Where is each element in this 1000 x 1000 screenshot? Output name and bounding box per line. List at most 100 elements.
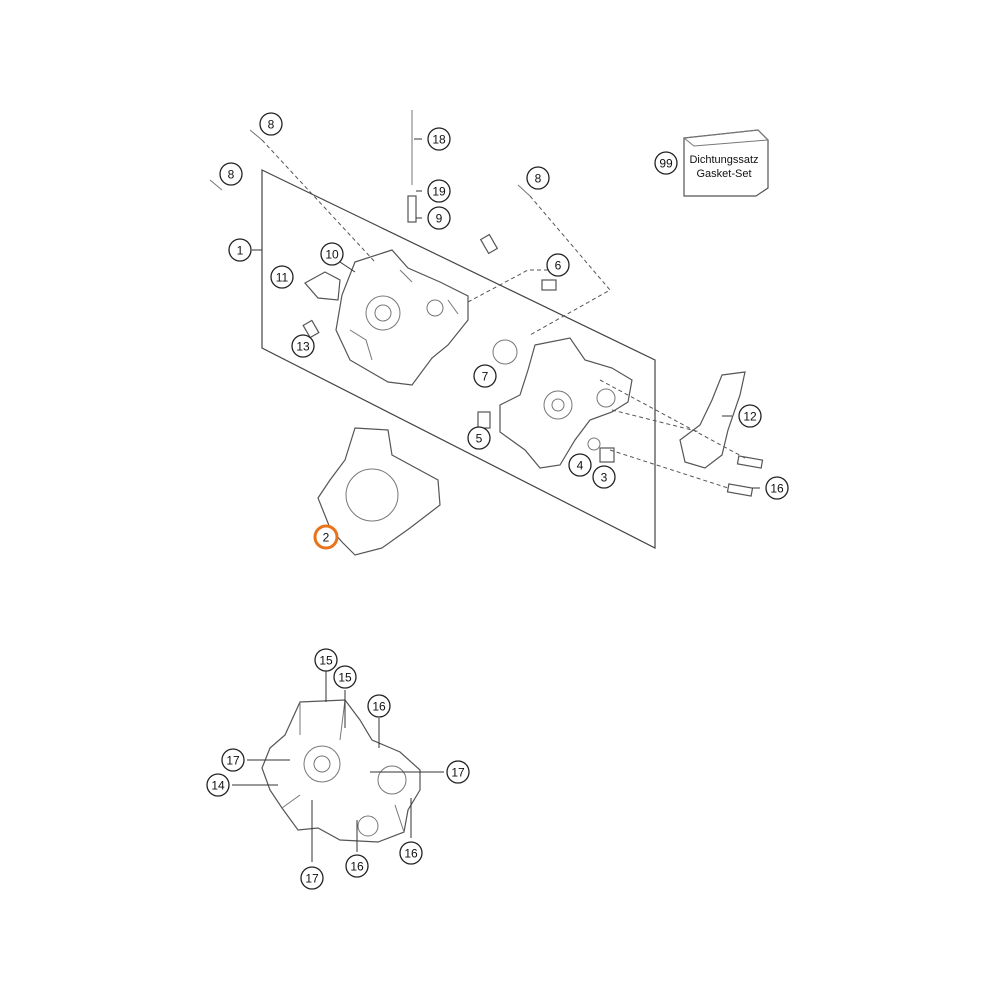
callout-7[interactable]: 7 [473,364,497,388]
callout-label: 99 [659,157,673,171]
callout-circle [592,465,616,489]
circlip[interactable] [492,339,518,365]
small-gasket[interactable] [304,271,341,301]
pins-and-bolts[interactable] [209,110,764,497]
callout-label: 11 [276,271,289,285]
lower-leaders [232,670,444,862]
callout-8[interactable]: 8 [526,166,550,190]
pin-leader-upper [261,139,548,303]
callout-circle [228,238,252,262]
callout-label: 8 [228,168,235,182]
callout-circle [291,334,315,358]
callout-9[interactable]: 9 [427,206,451,230]
callout-16[interactable]: 16 [367,694,391,718]
callout-label: 3 [601,471,608,485]
pin-leader-right [529,195,611,336]
callout-8[interactable]: 8 [219,162,243,186]
callout-circle [568,453,592,477]
callout-circle [399,841,423,865]
callout-label: 14 [211,779,225,793]
callout-circle [320,242,344,266]
callout-circle [738,404,762,428]
callout-2[interactable]: 2 [313,524,339,550]
bolt-leader [599,379,746,489]
callout-15[interactable]: 15 [314,648,338,672]
callout-label: 6 [555,259,562,273]
callout-19[interactable]: 19 [427,179,451,203]
callout-circle [259,112,283,136]
left-crankcase-half[interactable] [335,249,469,386]
callout-circle [345,854,369,878]
callout-4[interactable]: 4 [568,453,592,477]
callout-17[interactable]: 17 [446,760,470,784]
callout-circle [467,426,491,450]
callout-label: 13 [296,340,310,354]
large-gasket[interactable] [317,427,441,556]
callout-label: 15 [338,671,352,685]
callout-circle [219,162,243,186]
callout-label: 17 [226,754,240,768]
callout-circle [765,476,789,500]
callout-label: 10 [325,248,339,262]
callout-13[interactable]: 13 [291,334,315,358]
callout-label: 15 [319,654,333,668]
callout-15[interactable]: 15 [333,665,357,689]
callout-label: 7 [482,370,489,384]
callout-label: 16 [350,860,364,874]
callout-label: 16 [404,847,418,861]
callout-label: 17 [451,766,465,780]
callout-label: 12 [743,410,757,424]
callout-label: 4 [577,459,584,473]
callout-8[interactable]: 8 [259,112,283,136]
callout-16[interactable]: 16 [345,854,369,878]
callout-label: 5 [476,432,483,446]
callout-circle [333,665,357,689]
callout-16[interactable]: 16 [399,841,423,865]
callout-circle [473,364,497,388]
gasket-set-box[interactable]: Dichtungssatz Gasket-Set [682,129,770,197]
callout-label: 19 [432,185,446,199]
assembled-crankcase-view[interactable] [261,699,421,843]
callout-18[interactable]: 18 [427,127,451,151]
callout-1[interactable]: 1 [228,238,252,262]
gasket-set-line1: Dichtungssatz [689,154,758,166]
callout-6[interactable]: 6 [546,253,570,277]
callout-circle [526,166,550,190]
callout-label: 18 [432,133,446,147]
callout-10[interactable]: 10 [320,242,344,266]
callout-circle [270,265,294,289]
gasket-set-line2: Gasket-Set [696,168,751,180]
callout-14[interactable]: 14 [206,773,230,797]
callout-17[interactable]: 17 [300,866,324,890]
assembly-frame [261,169,656,549]
callout-circle [300,866,324,890]
callout-label: 16 [770,482,784,496]
callout-label: 1 [237,244,244,258]
callout-17[interactable]: 17 [221,748,245,772]
callout-circle [546,253,570,277]
callout-label: 8 [268,118,275,132]
upper-leaders [252,138,760,489]
callout-label: 16 [372,700,386,714]
callout-label: 17 [305,872,319,886]
callout-16[interactable]: 16 [765,476,789,500]
callout-label: 9 [436,212,443,226]
callout-circle [427,179,451,203]
callout-99[interactable]: 99 [654,151,678,175]
callout-circle [367,694,391,718]
right-crankcase-half[interactable] [499,337,633,469]
callout-12[interactable]: 12 [738,404,762,428]
callout-label: 2 [323,531,330,545]
callout-circle [314,648,338,672]
engine-bracket[interactable] [679,371,746,469]
callout-3[interactable]: 3 [592,465,616,489]
callout-circle [313,524,339,550]
callout-11[interactable]: 11 [270,265,294,289]
callout-circle [427,206,451,230]
callout-circle [427,127,451,151]
callout-5[interactable]: 5 [467,426,491,450]
callout-circle [446,760,470,784]
callout-circle [206,773,230,797]
